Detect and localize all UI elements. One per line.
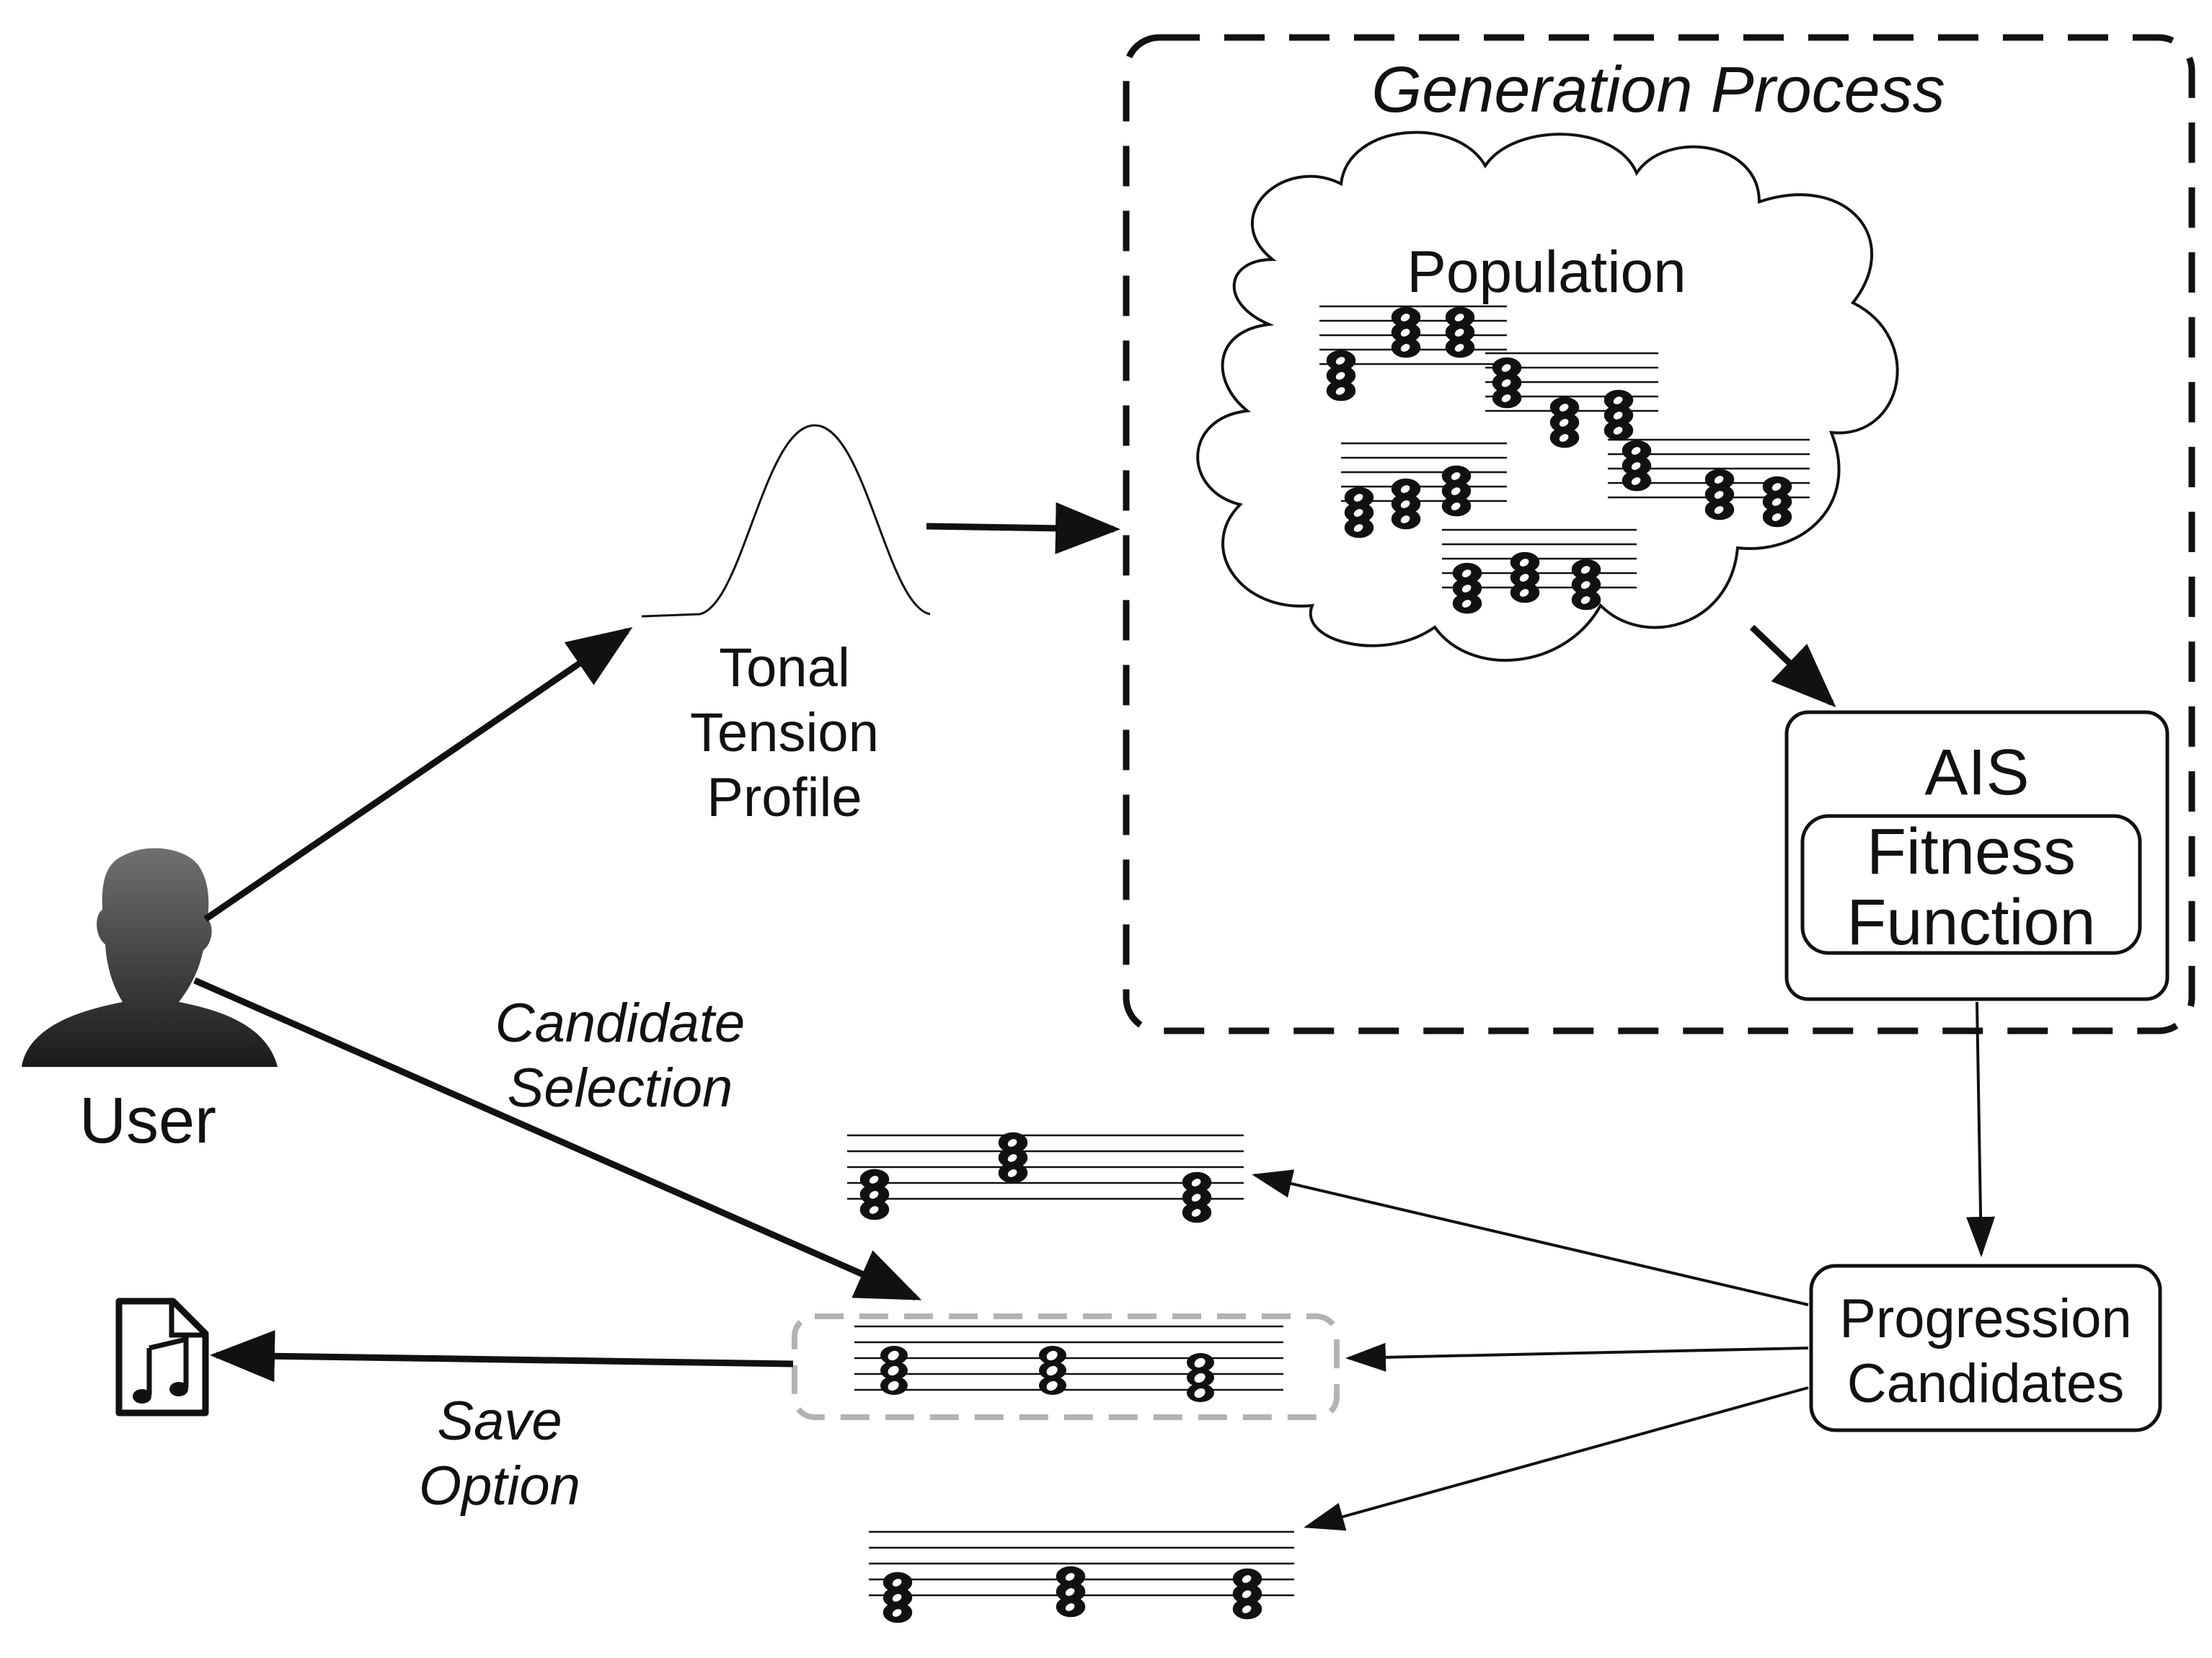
population-label: Population [1407, 239, 1686, 305]
population-progression-1 [1319, 305, 1507, 400]
arrow-candidates-to-progression-1 [1252, 1169, 1809, 1306]
selection-label-line2: Selection [508, 1058, 733, 1119]
ais-box: AIS Fitness Function [1784, 710, 2169, 1001]
population-cloud: Population [1196, 130, 1899, 662]
population-progression-5 [1442, 528, 1637, 613]
generation-process-box: Generation Process [1123, 34, 2195, 1034]
tension-label-line3: Profile [707, 767, 862, 828]
ais-label: AIS [1924, 737, 2029, 809]
arrow-candidate-selection [193, 977, 922, 1301]
arrow-population-to-ais [1749, 624, 1836, 708]
population-progression-3 [1341, 442, 1507, 537]
arrow-candidates-to-progression-3 [1304, 1386, 1809, 1531]
tension-label-line2: Tension [690, 702, 879, 763]
save-label-line2: Option [419, 1455, 580, 1517]
user-silhouette-icon [22, 848, 278, 1067]
population-progression-2 [1485, 352, 1658, 447]
fitness-label-line1: Fitness [1867, 816, 2076, 888]
arrow-save-option [210, 1330, 794, 1383]
selection-label-line1: Candidate [495, 993, 746, 1054]
candidates-label-line2: Candidates [1847, 1353, 2125, 1414]
selected-candidate-progression [792, 1313, 1340, 1420]
bell-curve-icon [641, 424, 931, 618]
arrow-ais-to-candidates [1966, 1001, 1996, 1257]
arrow-user-to-tension [203, 626, 633, 922]
candidates-label-line1: Progression [1839, 1288, 2132, 1349]
tension-label-line1: Tonal [719, 637, 850, 699]
fitness-label-line2: Function [1846, 887, 2095, 959]
generation-process-title: Generation Process [1371, 54, 1945, 126]
save-label-line1: Save [437, 1391, 562, 1452]
user-label: User [79, 1085, 216, 1157]
arrow-tension-to-generation [926, 502, 1120, 554]
progression-candidates-box: Progression Candidates [1809, 1264, 2162, 1432]
music-file-icon [115, 1298, 209, 1417]
candidate-progression-3 [869, 1530, 1294, 1622]
candidate-progression-1 [847, 1133, 1244, 1222]
population-progression-4 [1608, 438, 1810, 526]
arrow-candidates-to-progression-2 [1345, 1342, 1809, 1372]
fitness-function-box [1800, 814, 2142, 955]
